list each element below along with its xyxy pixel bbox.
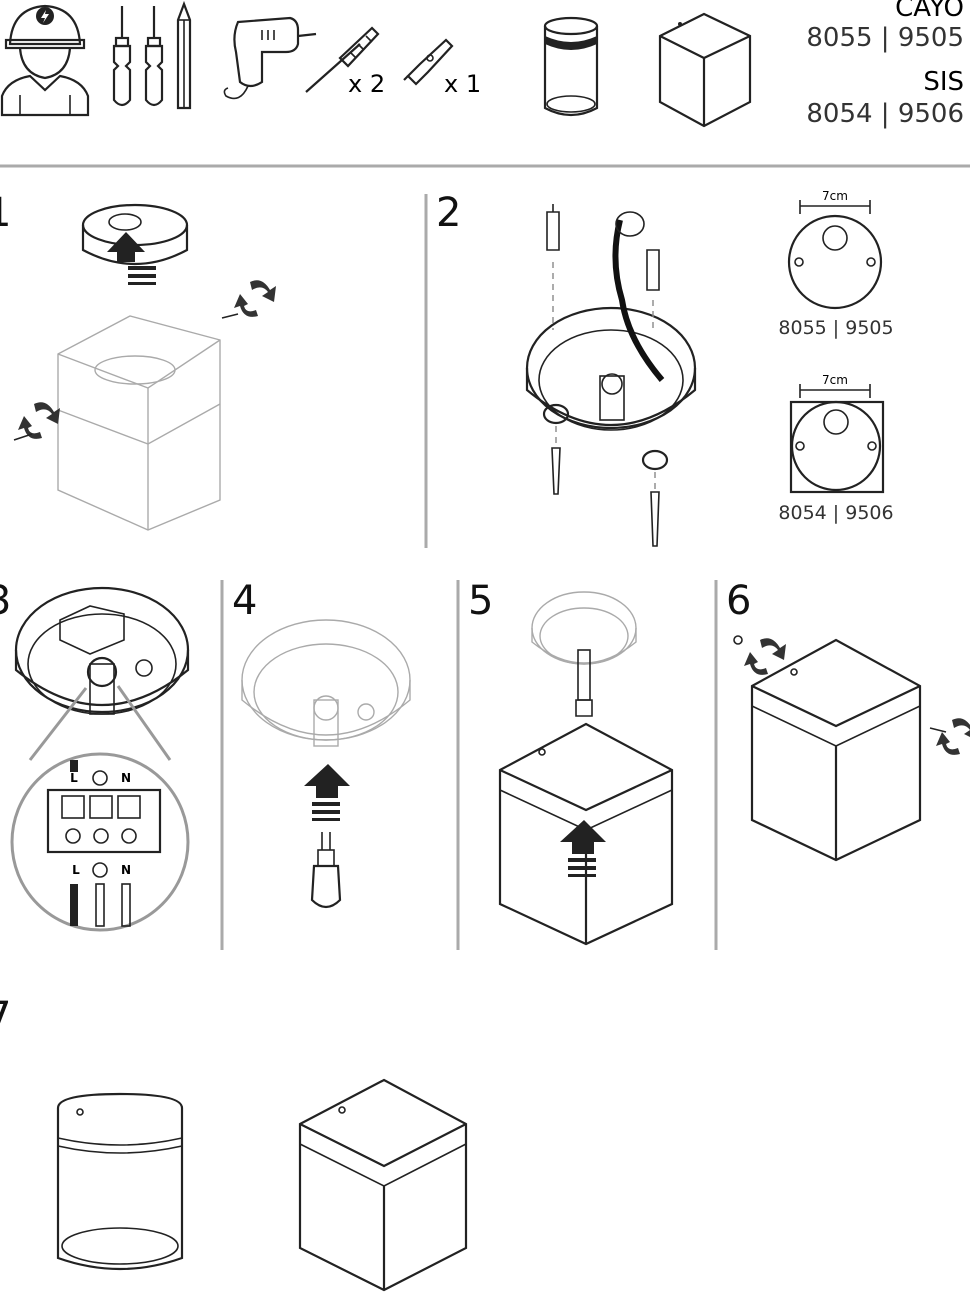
- terminal-top-live: L: [70, 771, 78, 785]
- round-base-dimension: 7cm: [822, 189, 848, 203]
- step-4-illustration: [241, 619, 411, 909]
- step-2-number: 2: [436, 190, 461, 236]
- terminal-top-neutral: N: [121, 771, 131, 785]
- step-3-illustration: [14, 586, 190, 761]
- product-codes-cayo: 8055 | 9505: [806, 23, 964, 53]
- step-3-number: 3: [0, 578, 11, 624]
- screw-rotate-icon: [13, 402, 60, 441]
- electrician-icon: [0, 4, 90, 117]
- plugs-quantity: x 2: [348, 70, 385, 98]
- square-base-template: 7cm: [789, 373, 885, 494]
- product-name-cayo: CAYO: [895, 0, 964, 23]
- step-1-number: 1: [0, 190, 11, 236]
- earth-symbol-icon: [92, 862, 108, 878]
- tester-quantity: x 1: [444, 70, 481, 98]
- step-1-illustration: [13, 203, 276, 531]
- screw-rotate-icon: [733, 635, 786, 675]
- square-base-codes: 8054 | 9506: [778, 502, 893, 524]
- step-5-illustration: [498, 591, 674, 946]
- square-base-dimension: 7cm: [822, 373, 848, 387]
- wall-plug-icon: [305, 26, 380, 93]
- cayo-product-icon: [543, 16, 599, 117]
- step-4-number: 4: [232, 578, 257, 624]
- product-name-sis: SIS: [923, 67, 964, 97]
- screw-rotate-icon: [929, 718, 970, 755]
- step-7-sis-installed: [298, 1078, 468, 1292]
- pencil-icon: [176, 0, 192, 110]
- voltage-tester-icon: [403, 38, 454, 86]
- drill-icon: [223, 16, 317, 100]
- round-base-codes: 8055 | 9505: [778, 317, 893, 339]
- step-7-cayo-installed: [56, 1092, 184, 1271]
- step-5-number: 5: [468, 578, 493, 624]
- terminal-bottom-live: L: [72, 863, 80, 877]
- step-7-number: 7: [0, 994, 11, 1040]
- step-6-illustration: [733, 635, 970, 862]
- sis-product-icon: [658, 12, 752, 128]
- earth-symbol-icon: [92, 770, 108, 786]
- screwdriver-icons: [112, 0, 192, 110]
- terminal-bottom-neutral: N: [121, 863, 131, 877]
- round-base-template: 7cm: [787, 189, 883, 310]
- terminal-block-zoom: L N L N: [10, 752, 190, 932]
- product-codes-sis: 8054 | 9506: [806, 99, 964, 129]
- step-6-number: 6: [726, 578, 751, 624]
- step-2-illustration: [525, 204, 697, 547]
- bulb-icon: [310, 832, 342, 909]
- screw-rotate-icon: [221, 280, 276, 319]
